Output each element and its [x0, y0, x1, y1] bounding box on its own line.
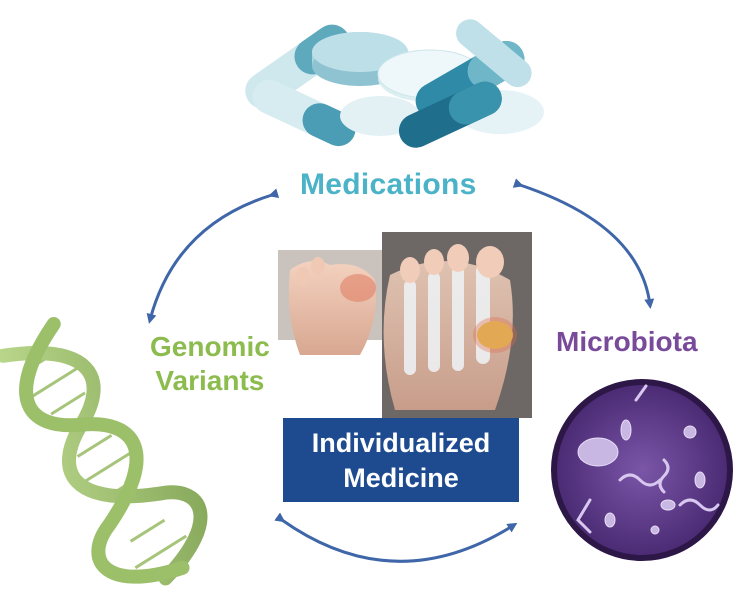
- center-label-line1: Individualized: [311, 428, 491, 458]
- pills-icon: [245, 19, 544, 148]
- feet-gout-image: [278, 232, 532, 418]
- arrow-medications-microbiota: [512, 178, 655, 309]
- center-label-line2: Medicine: [343, 463, 459, 493]
- dna-helix-icon: [0, 316, 208, 586]
- genomic-variants-label: Genomic Variants: [150, 330, 270, 398]
- genomic-label-line1: Genomic: [150, 331, 270, 362]
- microbiota-label: Microbiota: [556, 326, 698, 357]
- genomic-label-line2: Variants: [155, 365, 265, 396]
- arrow-bottom-cycle: [274, 512, 518, 563]
- microbiota-dish-icon: [551, 379, 733, 561]
- individualized-medicine-box: Individualized Medicine: [283, 418, 519, 502]
- arrow-medications-genomic: [146, 188, 280, 324]
- medications-label: Medications: [300, 168, 477, 201]
